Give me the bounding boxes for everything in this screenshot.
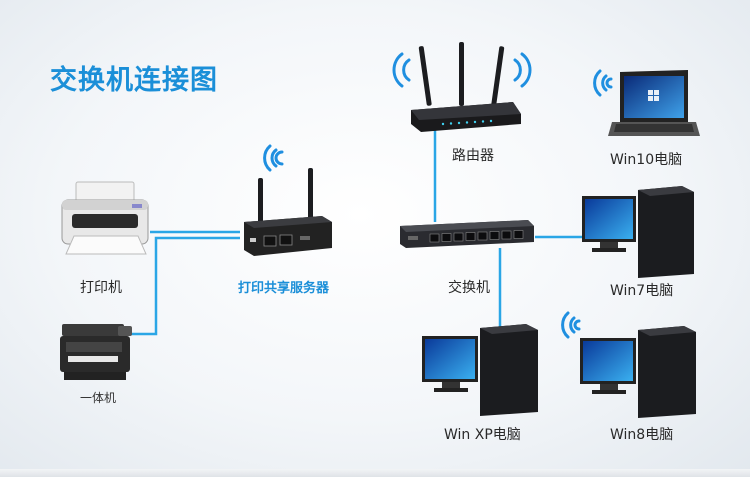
router-label: 路由器 — [452, 148, 494, 164]
laptop-icon — [593, 69, 700, 136]
winxp-label: Win XP电脑 — [444, 427, 521, 443]
switch-icon — [400, 220, 534, 248]
printer-label: 打印机 — [80, 280, 122, 296]
switch-label: 交换机 — [448, 280, 490, 296]
wire-mfp-server — [128, 236, 240, 336]
desktop-pc-icon — [582, 186, 694, 278]
wifi-icon — [392, 52, 532, 88]
print-server-label: 打印共享服务器 — [238, 281, 330, 296]
mfp-icon — [60, 324, 132, 380]
desktop-pc-icon — [561, 311, 696, 418]
page-title: 交换机连接图 — [50, 65, 218, 96]
wifi-icon — [263, 144, 284, 172]
mfp-label: 一体机 — [80, 391, 117, 405]
router-icon — [392, 42, 532, 132]
wifi-icon — [561, 311, 581, 339]
desktop-pc-icon — [422, 324, 538, 416]
win10-label: Win10电脑 — [610, 152, 683, 168]
win8-label: Win8电脑 — [610, 427, 674, 443]
print-server-icon — [244, 144, 332, 256]
printer-icon — [61, 181, 149, 255]
wifi-icon — [593, 69, 613, 97]
win7-label: Win7电脑 — [610, 283, 674, 299]
